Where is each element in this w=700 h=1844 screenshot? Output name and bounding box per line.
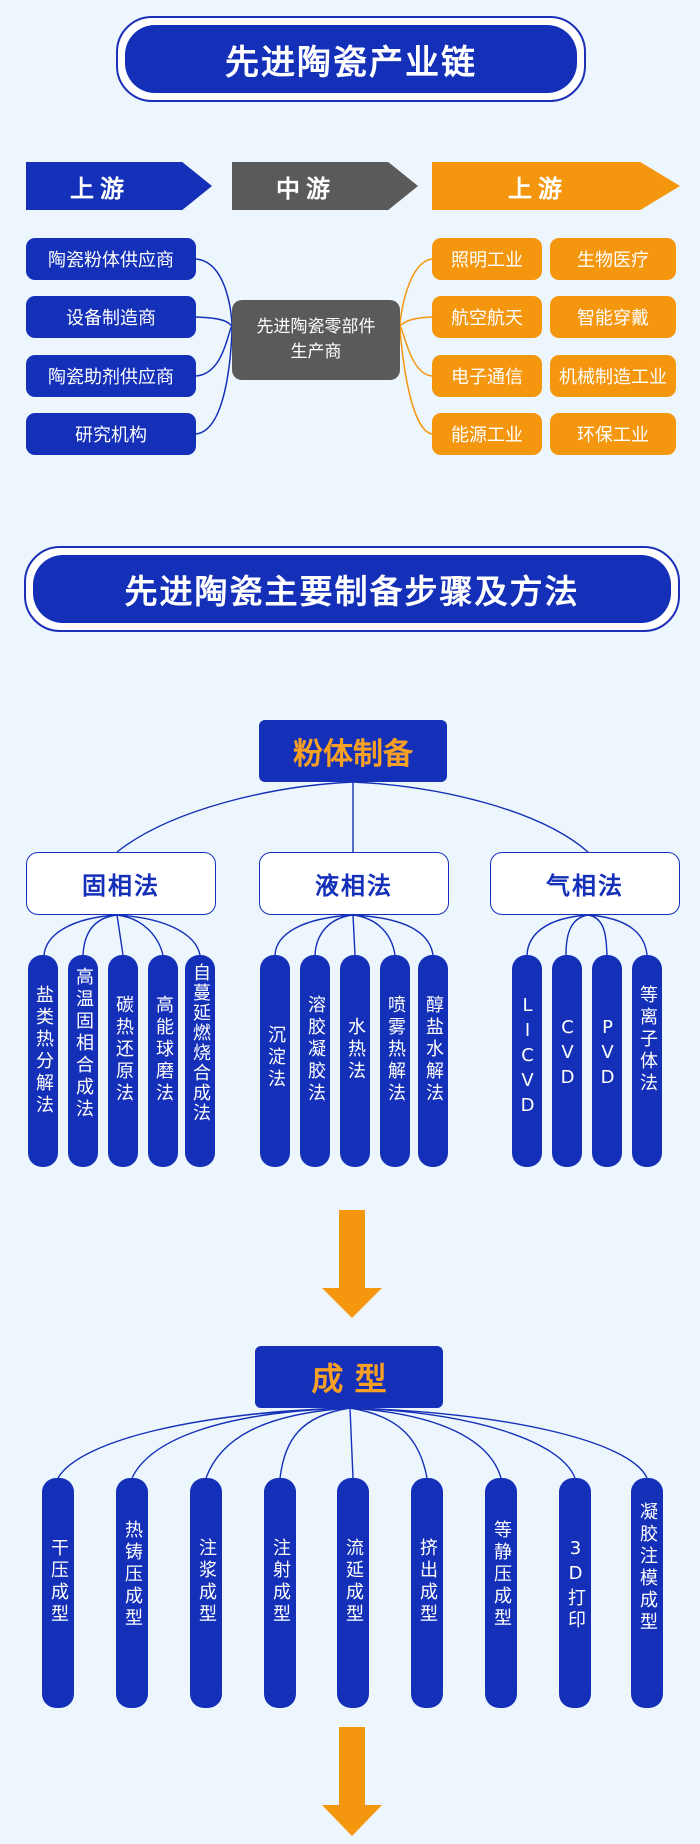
method-pill: 水热法 (340, 955, 370, 1167)
supplier-item: 设备制造商 (26, 296, 196, 338)
steps-title-frame: 先进陶瓷主要制备步骤及方法 (24, 546, 680, 632)
industry-item: 照明工业 (432, 238, 542, 280)
method-pill: PVD (592, 955, 622, 1167)
method-pill: 自蔓延燃烧合成法 (185, 955, 215, 1167)
industry-item: 机械制造工业 (550, 355, 676, 397)
forming-box: 成 型 (255, 1346, 443, 1408)
method-pill: 高温固相合成法 (68, 955, 98, 1167)
industry-item: 航空航天 (432, 296, 542, 338)
supplier-item: 陶瓷助剂供应商 (26, 355, 196, 397)
industry-item: 电子通信 (432, 355, 542, 397)
steps-title: 先进陶瓷主要制备步骤及方法 (33, 555, 671, 623)
stage-upstream-right: 上游 (432, 162, 680, 210)
forming-method-pill: 干压成型 (42, 1478, 74, 1708)
stage-upstream-left: 上游 (26, 162, 212, 210)
industry-item: 生物医疗 (550, 238, 676, 280)
category-solid-phase: 固相法 (26, 852, 216, 915)
industry-item: 智能穿戴 (550, 296, 676, 338)
chain-title-frame: 先进陶瓷产业链 (116, 16, 586, 102)
forming-method-pill: 热铸压成型 (116, 1478, 148, 1708)
method-pill: LICVD (512, 955, 542, 1167)
supplier-item: 研究机构 (26, 413, 196, 455)
category-liquid-phase: 液相法 (259, 852, 449, 915)
industry-item: 能源工业 (432, 413, 542, 455)
chain-title: 先进陶瓷产业链 (125, 25, 577, 93)
category-gas-phase: 气相法 (490, 852, 680, 915)
method-pill: 溶胶凝胶法 (300, 955, 330, 1167)
method-pill: 沉淀法 (260, 955, 290, 1167)
forming-method-pill: 挤出成型 (411, 1478, 443, 1708)
forming-method-pill: 注浆成型 (190, 1478, 222, 1708)
method-pill: 醇盐水解法 (418, 955, 448, 1167)
forming-method-pill: 等静压成型 (485, 1478, 517, 1708)
forming-method-pill: 流延成型 (337, 1478, 369, 1708)
method-pill: CVD (552, 955, 582, 1167)
forming-method-pill: 注射成型 (264, 1478, 296, 1708)
method-pill: 高能球磨法 (148, 955, 178, 1167)
method-pill: 喷雾热解法 (380, 955, 410, 1167)
forming-method-pill: 凝胶注模成型 (631, 1478, 663, 1708)
forming-method-pill: 3D打印 (559, 1478, 591, 1708)
powder-prep-box: 粉体制备 (259, 720, 447, 782)
supplier-item: 陶瓷粉体供应商 (26, 238, 196, 280)
method-pill: 碳热还原法 (108, 955, 138, 1167)
producer-box: 先进陶瓷零部件 生产商 (232, 300, 400, 380)
method-pill: 等离子体法 (632, 955, 662, 1167)
method-pill: 盐类热分解法 (28, 955, 58, 1167)
stage-midstream: 中游 (232, 162, 418, 210)
industry-item: 环保工业 (550, 413, 676, 455)
